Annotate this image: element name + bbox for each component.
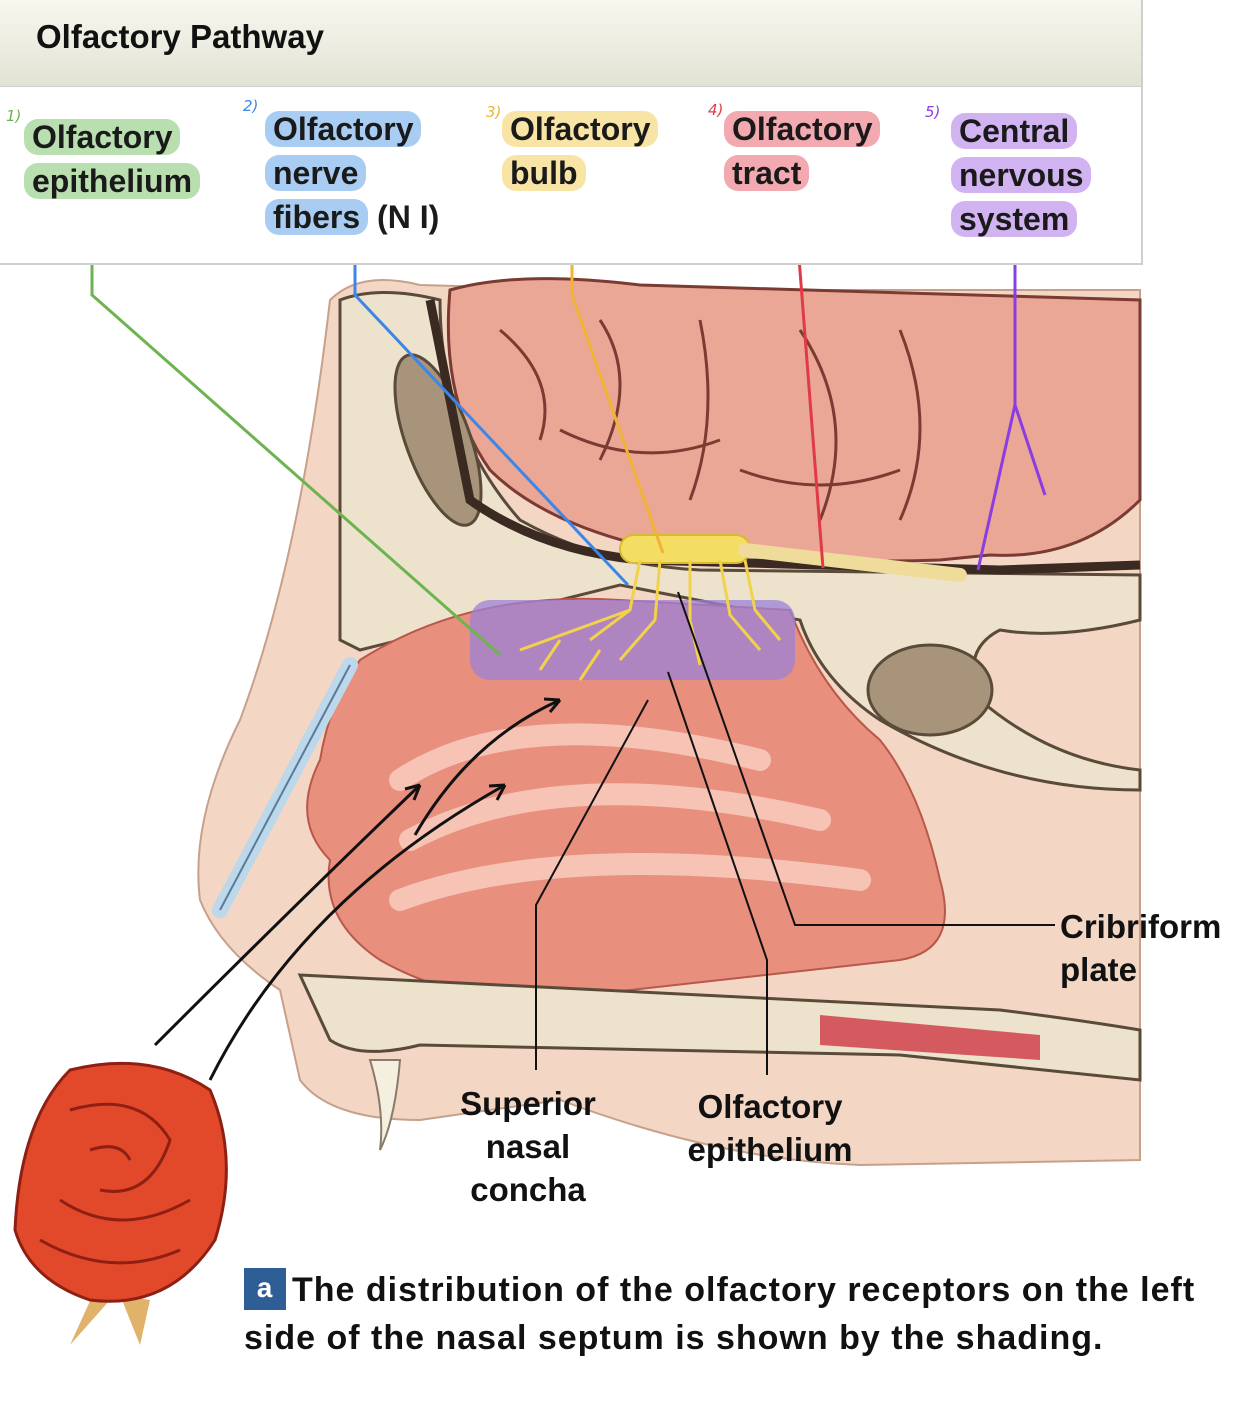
- leader-olfactory-epithelium: [667, 671, 768, 1075]
- olfactory-nerve-fibers: [519, 559, 782, 681]
- airflow-arrow: [153, 783, 422, 1047]
- step-label: Central nervous system: [951, 109, 1092, 241]
- airflow-arrow: [413, 698, 561, 836]
- tooth: [368, 1059, 402, 1151]
- column-olfactory-epithelium: 1) Olfactory epithelium: [0, 87, 242, 263]
- hard-palate: [297, 973, 1142, 1082]
- step-label: Olfactory nerve fibers (N I): [265, 107, 439, 239]
- leader-concha: [535, 699, 649, 1070]
- column-olfactory-bulb: 3) Olfactory bulb: [478, 87, 703, 263]
- step-label: Olfactory bulb: [502, 107, 659, 195]
- airflow-arrow: [208, 783, 506, 1081]
- column-central-nervous-system: 5) Central nervous system: [923, 87, 1141, 263]
- pathway-table: Olfactory Pathway 1) Olfactory epitheliu…: [0, 0, 1143, 265]
- olfactory-tract: [738, 543, 967, 582]
- caption-letter-badge: a: [244, 1268, 286, 1310]
- step-number: 4): [708, 101, 724, 119]
- olfactory-epithelium-shading: [470, 600, 795, 680]
- caption-text: The distribution of the olfactory recept…: [244, 1271, 1196, 1357]
- leader-tract: [796, 244, 825, 569]
- step-number: 2): [243, 97, 259, 115]
- step-number: 3): [486, 103, 502, 121]
- leader-cns: [976, 245, 1047, 571]
- step-number: 5): [925, 103, 941, 121]
- column-olfactory-tract: 4) Olfactory tract: [702, 87, 924, 263]
- olfactory-bulb: [619, 534, 751, 564]
- table-title: Olfactory Pathway: [36, 18, 324, 55]
- rose-illustration: [13, 1061, 228, 1345]
- step-number: 1): [6, 107, 22, 125]
- column-olfactory-nerve-fibers: 2) Olfactory nerve fibers (N I): [241, 87, 479, 263]
- step-label: Olfactory epithelium: [24, 115, 201, 203]
- step-label: Olfactory tract: [724, 107, 881, 195]
- leader-cribriform: [677, 591, 1055, 926]
- table-header: Olfactory Pathway: [0, 0, 1141, 87]
